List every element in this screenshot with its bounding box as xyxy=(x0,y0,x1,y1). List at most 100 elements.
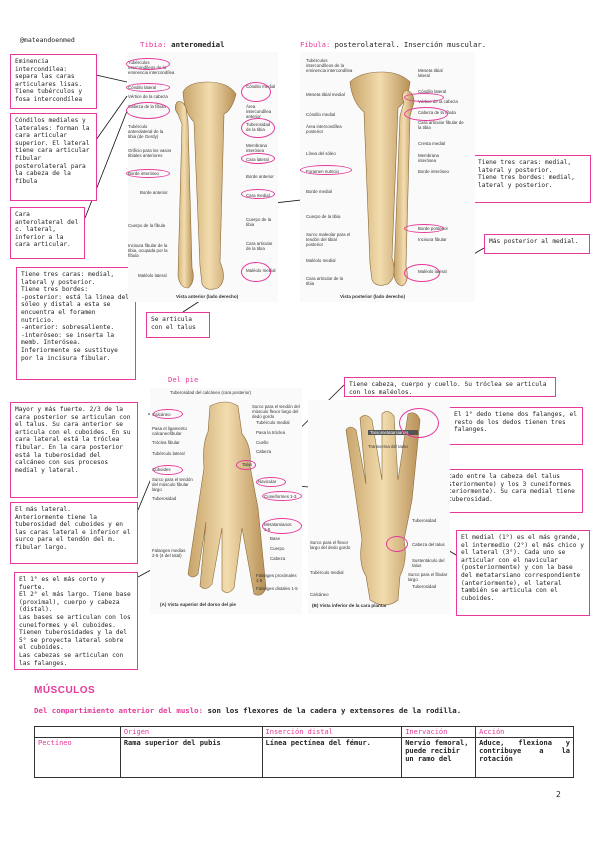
highlight-oval xyxy=(236,460,256,470)
fig-tibia-mid-2: Área intercondílea anterior xyxy=(246,104,272,119)
fibula-heading-label: Fíbula: xyxy=(300,40,331,49)
fig-tibia-label-10: Incisura fibular de la tibia, ocupada po… xyxy=(128,243,168,258)
note-talus-desc: Tiene cabeza, cuerpo y cuello. Su trócle… xyxy=(344,377,556,397)
foot-illustration-plantar xyxy=(345,411,421,606)
highlight-oval xyxy=(256,477,286,487)
table-cell-insertion: Línea pectínea del fémur. xyxy=(261,737,403,778)
fig-foot-b-label-0: Calcáneo xyxy=(310,592,329,597)
foot-illustration-dorsal xyxy=(187,401,267,596)
note-talus: Se articula con el talus xyxy=(146,312,210,338)
highlight-oval xyxy=(404,264,440,282)
fig-foot-b-label-4: Surco para el flexor largo del dedo gord… xyxy=(310,540,351,550)
table-header: Acción xyxy=(475,726,574,738)
fig-foot-a-label-10: Falanges distales 1-5 xyxy=(256,586,298,591)
fig-post-right-2: Cóndilo lateral xyxy=(418,89,447,94)
fig-foot-b-label-7: Sustentáculo del talus xyxy=(412,558,445,568)
highlight-oval xyxy=(126,102,170,119)
fig-post-label-4: Área intercondílea posterior xyxy=(306,124,342,134)
fibula-heading-value: posterolateral. Inserción muscular. xyxy=(334,40,487,49)
table-cell-innervation: Nervio femoral, puede recibir un ramo de… xyxy=(401,737,477,778)
fig-tibia-label-6: Orificio para los vasos tibiales anterio… xyxy=(128,148,172,158)
note-calcaneo: Mayor y más fuerte. 2/3 de la cara poste… xyxy=(10,402,138,498)
fig-tibia-caption-posterior: Vista posterior (lado derecho) xyxy=(340,294,406,299)
fig-foot-caption-b: (B) Vista inferior de la cara plantar xyxy=(312,603,387,608)
fig-post-label-5: Línea del sóleo xyxy=(306,151,336,156)
fig-post-label-3: Cóndilo medial xyxy=(306,112,336,117)
compartment-line: Del compartimiento anterior del muslo: s… xyxy=(34,706,461,715)
highlight-oval xyxy=(386,536,408,552)
fig-post-label-1: Tubérculos intercondíleos de la eminenci… xyxy=(306,58,353,73)
fig-foot-a-label-9: Falanges proximales 1-5 xyxy=(256,573,297,583)
compartment-label: Del compartimiento anterior del muslo: xyxy=(34,706,204,715)
pie-heading: Del pie xyxy=(168,375,199,384)
note-cara-anterolateral: Cara anterolateral del c. lateral, infer… xyxy=(10,207,85,259)
highlight-oval xyxy=(404,224,444,233)
fig-foot-b-label-8: Surco para el fibular largo xyxy=(408,572,448,582)
note-mas-posterior: Más posterior al medial. xyxy=(484,234,590,254)
note-eminencia: Eminencia intercondílea: separa las cara… xyxy=(10,54,97,109)
fig-foot-a-label-8: Falanges medias 2-5 (4 del total) xyxy=(152,548,186,558)
fig-foot-a-mid-10: Cuerpo xyxy=(270,546,285,551)
figure-foot-dorsal: Tuberosidad del calcáneo (cara posterior… xyxy=(150,388,302,614)
note-navicular: Ubicado entre la cabeza del talus (poste… xyxy=(432,469,583,513)
fig-foot-b-label-6: Cabeza del talus xyxy=(412,542,445,547)
fig-foot-a-mid-1: Tubérculo medial xyxy=(256,420,290,425)
figure-tibia-posterior: Tubérculos intercondíleos de la eminenci… xyxy=(300,52,475,302)
fibula-heading: Fíbula: posterolateral. Inserción muscul… xyxy=(300,40,486,49)
fig-foot-a-label-0: Tuberosidad del calcáneo (cara posterior… xyxy=(170,390,252,395)
fig-foot-a-label-4: Tubérculo lateral xyxy=(152,451,185,456)
fig-tibia-label-8: Borde anterior xyxy=(140,190,168,195)
fig-tibia-label-3: Vértice de la cabeza xyxy=(128,94,168,99)
fig-tibia-label-11: Maléolo lateral xyxy=(138,273,167,278)
highlight-oval xyxy=(153,465,183,475)
fig-foot-b-label-1: Tarsometatarsianas xyxy=(368,430,418,435)
compartment-text: son los flexores de la cadera y extensor… xyxy=(207,706,462,715)
highlight-oval xyxy=(126,83,170,92)
tibia-heading: Tibia: anteromedial xyxy=(140,40,225,49)
fig-tibia-mid-4: Membrana interósea xyxy=(246,143,267,153)
fig-post-label-7: Borde medial xyxy=(306,189,332,194)
fig-foot-a-label-6: Surco para el tendón del músculo fibular… xyxy=(152,477,193,492)
bone-illustration-anterior xyxy=(174,81,237,290)
fig-post-label-11: Cara articular de la tibia xyxy=(306,276,344,286)
highlight-oval xyxy=(300,165,352,175)
highlight-oval xyxy=(126,169,170,178)
fig-foot-a-mid-2: Pasa la tróclea xyxy=(256,430,286,435)
fig-post-label-9: Surco maleolar para el tendón del tibial… xyxy=(306,232,351,247)
fig-foot-b-label-9: Tuberosidad xyxy=(412,584,437,589)
fig-foot-a-mid-4: Cabeza xyxy=(256,449,272,454)
highlight-oval xyxy=(241,262,271,282)
table-header-row: Origen Inserción distal Inervación Acció… xyxy=(34,726,574,738)
fig-foot-b-label-5: Tuberosidad xyxy=(412,518,437,523)
page-number: 2 xyxy=(556,790,561,799)
fig-tibia-caption-anterior: Vista anterior (lado derecho) xyxy=(176,294,239,299)
note-metatarsianos: El 1° es el más corto y fuerte. El 2° el… xyxy=(14,572,138,670)
fig-post-right-10: Incisura fibular xyxy=(418,237,447,242)
fig-post-right-5: Cara articular fibular de la tibia xyxy=(418,120,464,130)
table-header: Inserción distal xyxy=(261,726,403,738)
highlight-oval xyxy=(241,82,271,102)
table-cell-muscle: Pectíneo xyxy=(34,737,121,778)
fig-tibia-mid-8: Cuerpo de la tibia xyxy=(246,217,272,227)
table-cell-origin: Rama superior del pubis xyxy=(119,737,263,778)
note-falanges: El 1° dedo tiene dos falanges, el resto … xyxy=(449,407,583,445)
fig-post-right-6: Cresta medial xyxy=(418,141,446,146)
fig-tibia-label-9: Cuerpo de la fíbula xyxy=(128,223,166,228)
fig-post-label-2: Meseta tibial medial xyxy=(306,92,345,97)
note-cuboides: El más lateral. Anteriormente tiene la t… xyxy=(10,502,138,564)
highlight-oval xyxy=(126,58,170,70)
highlight-oval xyxy=(241,118,275,138)
highlight-oval xyxy=(404,107,448,121)
highlight-oval xyxy=(399,408,439,438)
fig-foot-b-label-2: Transversa del tarso xyxy=(368,444,408,449)
tibia-heading-label: Tibia: xyxy=(140,40,167,49)
highlight-oval xyxy=(404,93,444,102)
fig-foot-a-mid-9: Base xyxy=(270,536,281,541)
highlight-oval xyxy=(153,409,183,419)
table-cell-action: Aduce, flexiona y contribuye a la rotaci… xyxy=(475,737,574,778)
fig-foot-a-mid-3: Cuello xyxy=(256,440,269,445)
bone-illustration-posterior xyxy=(349,71,415,287)
fig-tibia-mid-9: Cara articular de la tibia xyxy=(246,241,273,251)
note-condilos: Cóndilos mediales y laterales: forman la… xyxy=(10,113,97,201)
table-header: Inervación xyxy=(401,726,477,738)
